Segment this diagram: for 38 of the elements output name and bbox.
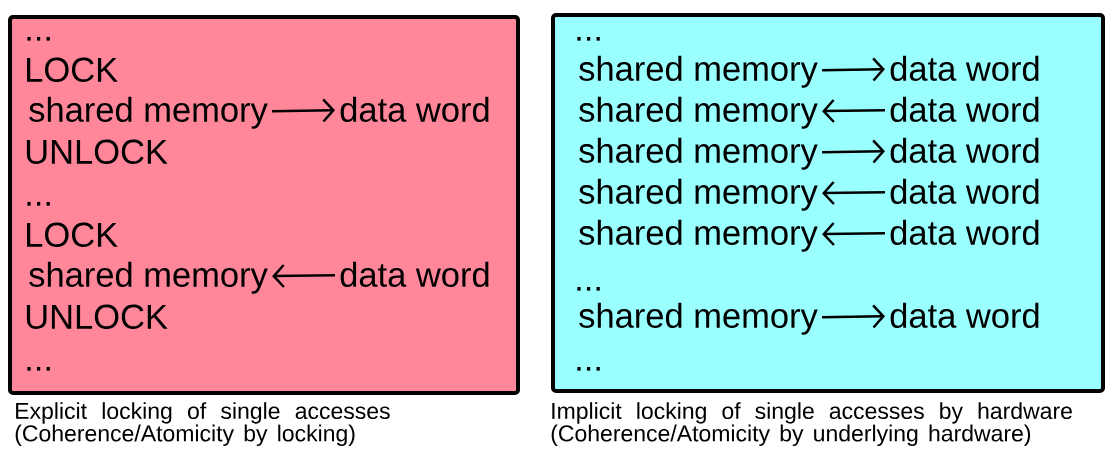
arrow — [822, 181, 885, 205]
arrow — [822, 57, 885, 82]
code-line: ... — [577, 36, 600, 41]
code-text: data word — [340, 96, 489, 122]
code-panel — [551, 13, 1105, 393]
arrow — [822, 139, 885, 164]
code-line: ... — [27, 366, 50, 371]
code-line: ... — [577, 286, 600, 291]
code-text: data word — [890, 96, 1039, 122]
code-text: shared memory — [579, 178, 818, 211]
node-label: Explicit locking of single accesses (Coherence/Atomicity by locking) — [15, 402, 390, 447]
code-text: shared memory — [579, 55, 818, 88]
code-panel — [8, 15, 520, 395]
code-text: shared memory — [579, 302, 818, 335]
code-text: shared memory — [29, 261, 268, 294]
code-line: ... — [27, 36, 50, 41]
code-text: shared memory — [579, 219, 818, 252]
code-line: ... — [577, 366, 600, 371]
arrow — [822, 222, 885, 246]
code-line: UNLOCK — [26, 304, 168, 329]
arrow — [822, 304, 885, 329]
code-text: data word — [890, 55, 1039, 81]
code-line: LOCK — [27, 57, 118, 82]
arrow — [272, 264, 336, 288]
code-text: data word — [890, 178, 1039, 204]
code-text: data word — [890, 137, 1039, 163]
arrow — [272, 98, 335, 123]
arrow — [822, 99, 885, 123]
node-label: Implicit locking of single accesses by hardware (Coherence/Atomicity by underlying hardware) — [551, 402, 1072, 447]
code-line: UNLOCK — [26, 139, 168, 164]
code-text: shared memory — [29, 96, 268, 129]
code-line: ... — [27, 201, 50, 206]
code-text: data word — [340, 261, 489, 287]
code-text: data word — [890, 219, 1039, 245]
code-text: shared memory — [579, 137, 818, 170]
code-text: data word — [890, 302, 1039, 328]
code-text: shared memory — [579, 96, 818, 129]
code-line: LOCK — [27, 222, 118, 247]
